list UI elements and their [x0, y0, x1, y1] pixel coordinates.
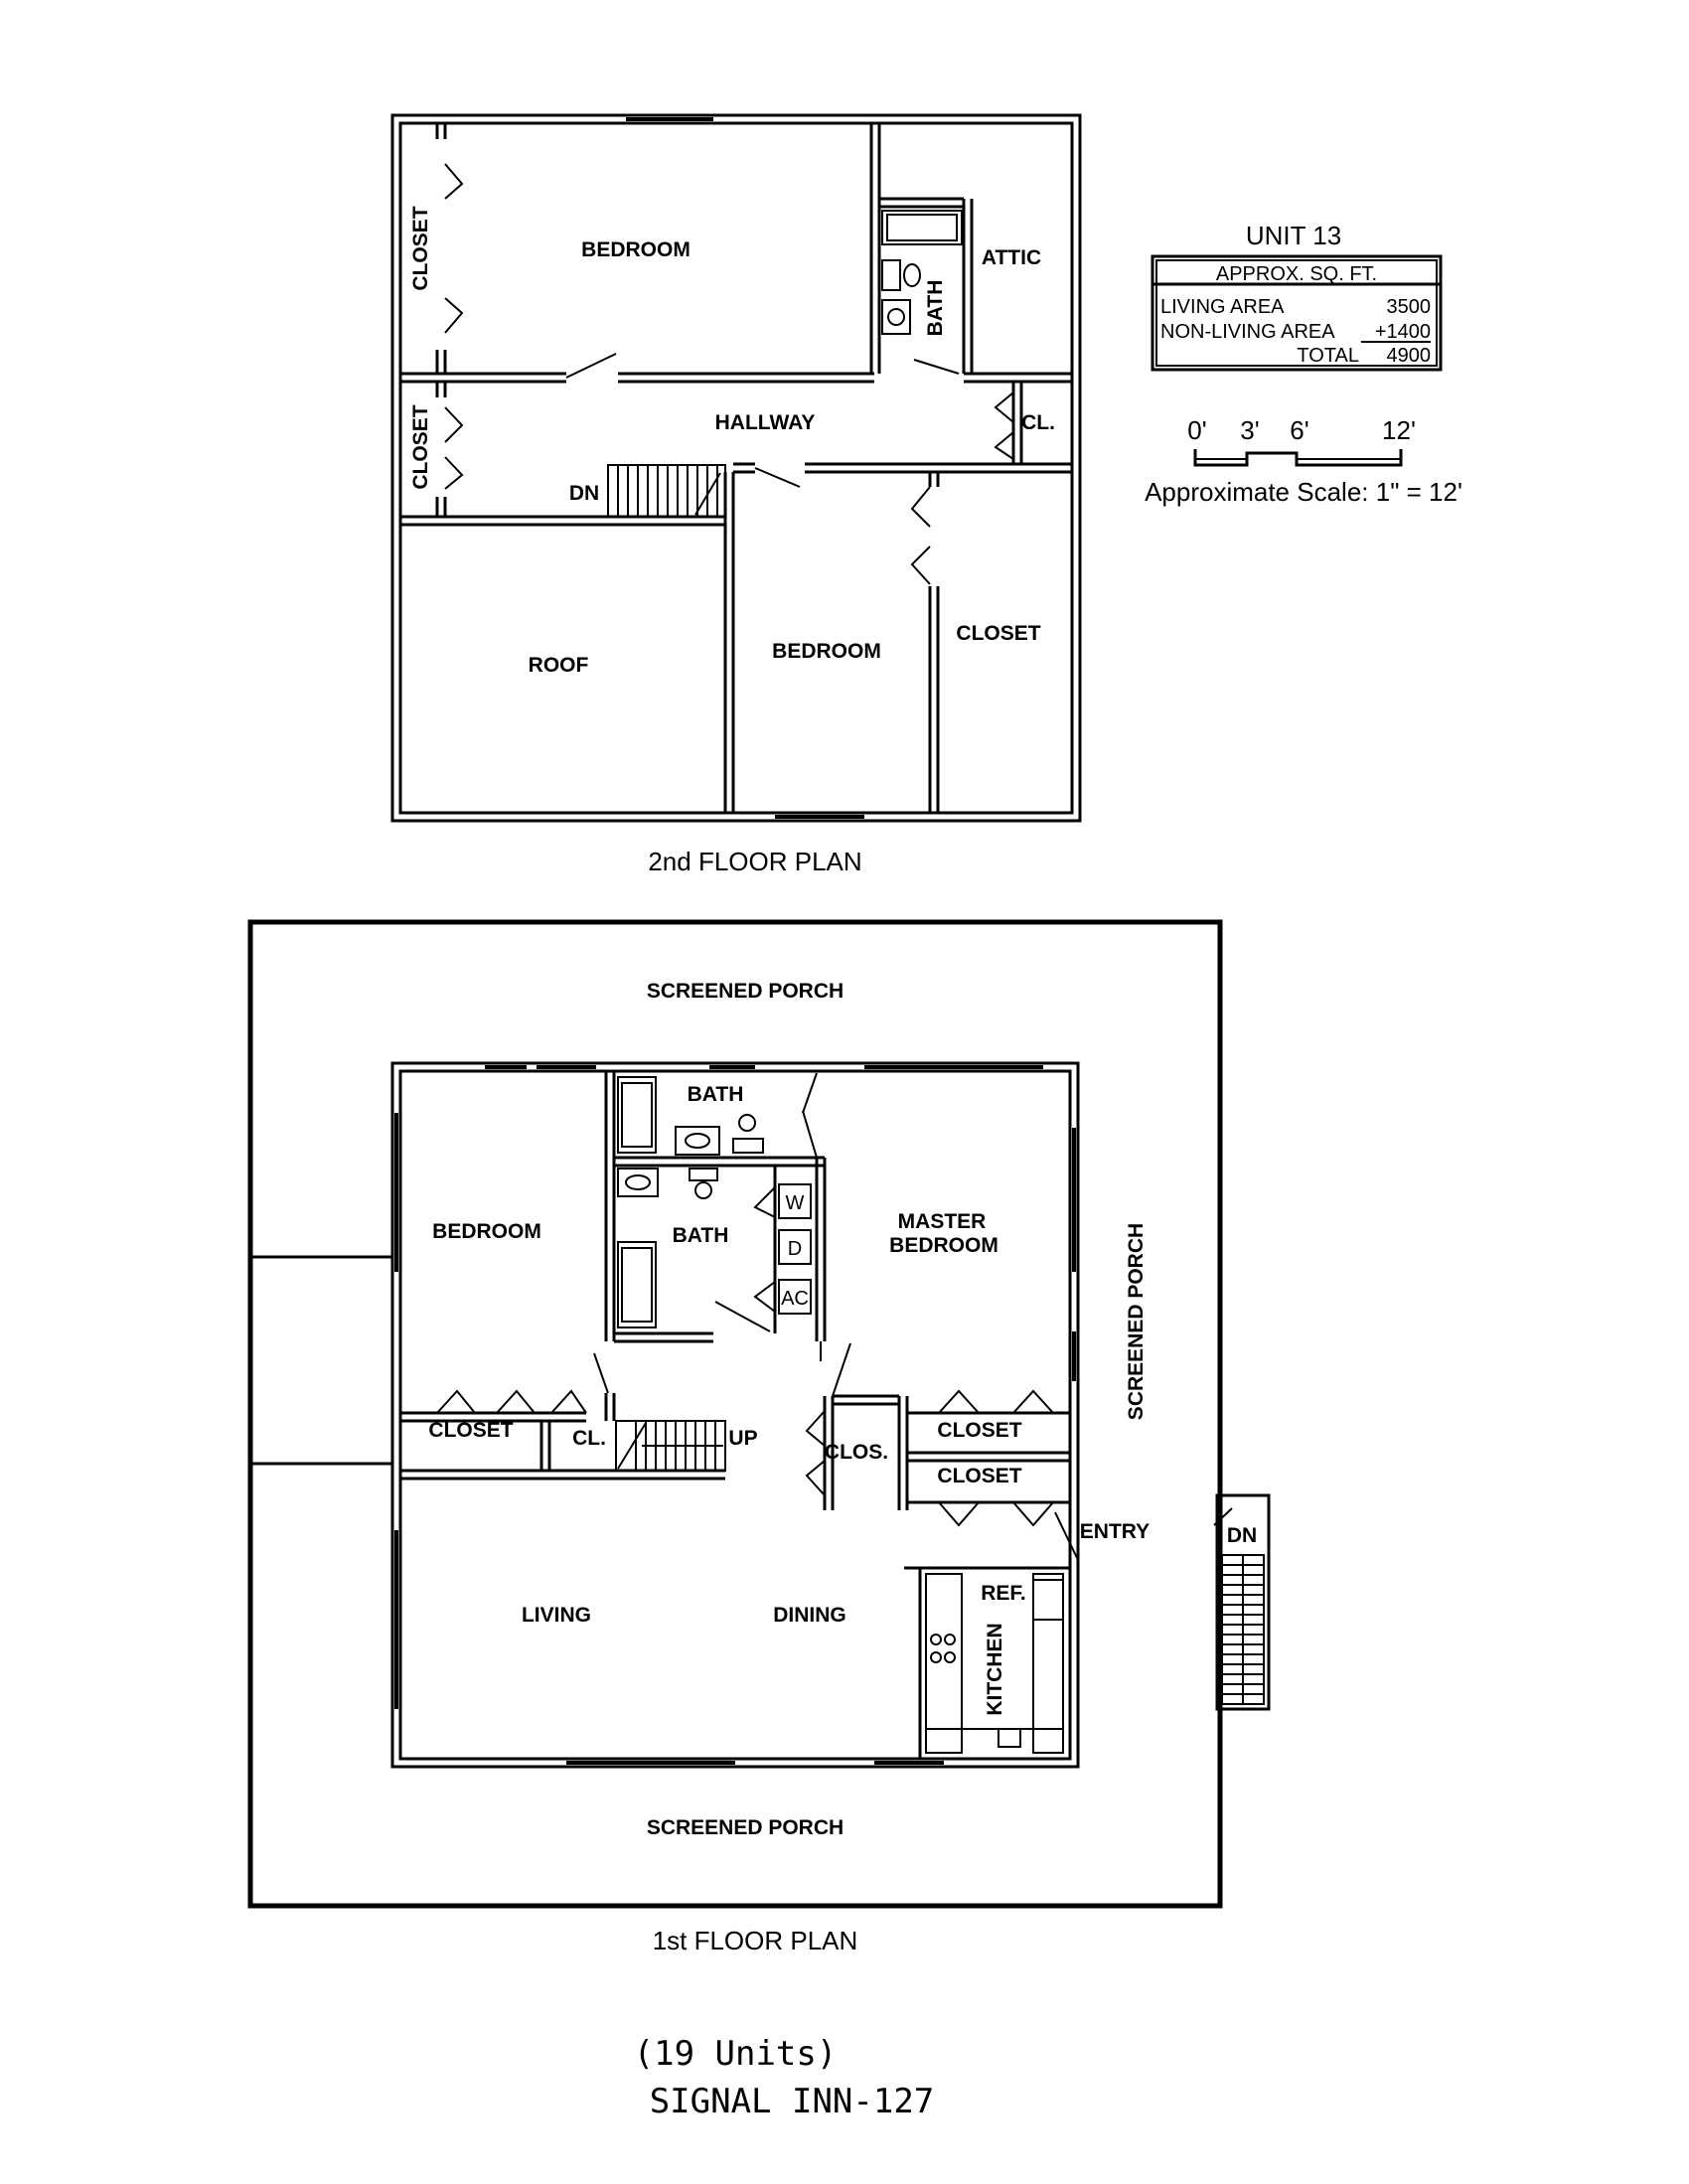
second-floor-title: 2nd FLOOR PLAN: [648, 847, 861, 876]
room-label: DINING: [773, 1604, 846, 1627]
room-label: DN: [569, 482, 599, 505]
room-label: KITCHEN: [984, 1623, 1006, 1715]
scale-tick-label: 12': [1382, 415, 1416, 445]
scale-tick-label: 3': [1240, 415, 1259, 445]
scale-bar: 0' 3' 6' 12' Approximate Scale: 1" = 12': [1145, 415, 1462, 507]
room-label: BEDROOM: [772, 640, 881, 663]
project-name: SIGNAL INN-127: [650, 2082, 935, 2121]
stair-treads-2nd: [617, 465, 718, 517]
sqft-row-label: NON-LIVING AREA: [1160, 321, 1335, 343]
room-label: BEDROOM: [889, 1234, 998, 1257]
room-label: CLOSET: [937, 1419, 1021, 1442]
appliance-label: D: [788, 1238, 802, 1260]
room-label: BATH: [673, 1224, 729, 1247]
second-floor-plan: BEDROOM CLOSET ATTIC BATH HALLWAY CLOSET…: [390, 113, 1082, 876]
room-label: CL.: [572, 1427, 606, 1450]
room-label: CLOSET: [956, 622, 1040, 645]
room-label: SCREENED PORCH: [647, 1816, 844, 1839]
stove-burners: [930, 1634, 956, 1663]
units-note: (19 Units): [634, 2034, 838, 2074]
scale-tick-label: 6': [1290, 415, 1308, 445]
room-label: CLOSET: [937, 1465, 1021, 1487]
room-label: UP: [728, 1427, 757, 1450]
room-label: MASTER: [898, 1210, 987, 1233]
room-label: LIVING: [522, 1604, 591, 1627]
room-label: BATH: [924, 280, 947, 337]
room-label: CLOS.: [825, 1441, 888, 1464]
sqft-row-label: LIVING AREA: [1160, 296, 1285, 318]
appliance-label: AC: [781, 1288, 809, 1310]
room-label: HALLWAY: [715, 411, 816, 434]
room-label: ATTIC: [982, 246, 1041, 269]
unit-title: UNIT 13: [1246, 221, 1341, 250]
sqft-header: APPROX. SQ. FT.: [1216, 263, 1377, 285]
room-label: CLOSET: [428, 1419, 513, 1442]
room-label: BEDROOM: [581, 238, 691, 261]
sqft-row-value: +1400: [1375, 321, 1431, 343]
room-label: DN: [1227, 1524, 1257, 1547]
room-label: ROOF: [529, 654, 589, 677]
room-label: SCREENED PORCH: [1125, 1223, 1148, 1420]
first-floor-plan: W D AC: [247, 919, 1271, 1955]
room-label: REF.: [981, 1582, 1026, 1605]
room-label: SCREENED PORCH: [647, 980, 844, 1003]
sqft-row-value: 3500: [1387, 296, 1432, 318]
sqft-row-value: 4900: [1387, 345, 1432, 367]
room-label: BATH: [688, 1083, 744, 1106]
unit-info: UNIT 13 APPROX. SQ. FT. LIVING AREA 3500…: [1151, 221, 1443, 372]
scale-tick-label: 0': [1187, 415, 1206, 445]
room-label: CLOSET: [409, 404, 432, 489]
room-label: CL.: [1021, 411, 1055, 434]
scale-caption: Approximate Scale: 1" = 12': [1145, 477, 1462, 507]
sqft-row-label: TOTAL: [1297, 345, 1359, 367]
first-floor-title: 1st FLOOR PLAN: [653, 1926, 858, 1955]
room-label: BEDROOM: [432, 1220, 541, 1243]
appliance-label: W: [786, 1192, 805, 1214]
room-label: ENTRY: [1080, 1520, 1150, 1543]
room-label: CLOSET: [409, 206, 432, 290]
